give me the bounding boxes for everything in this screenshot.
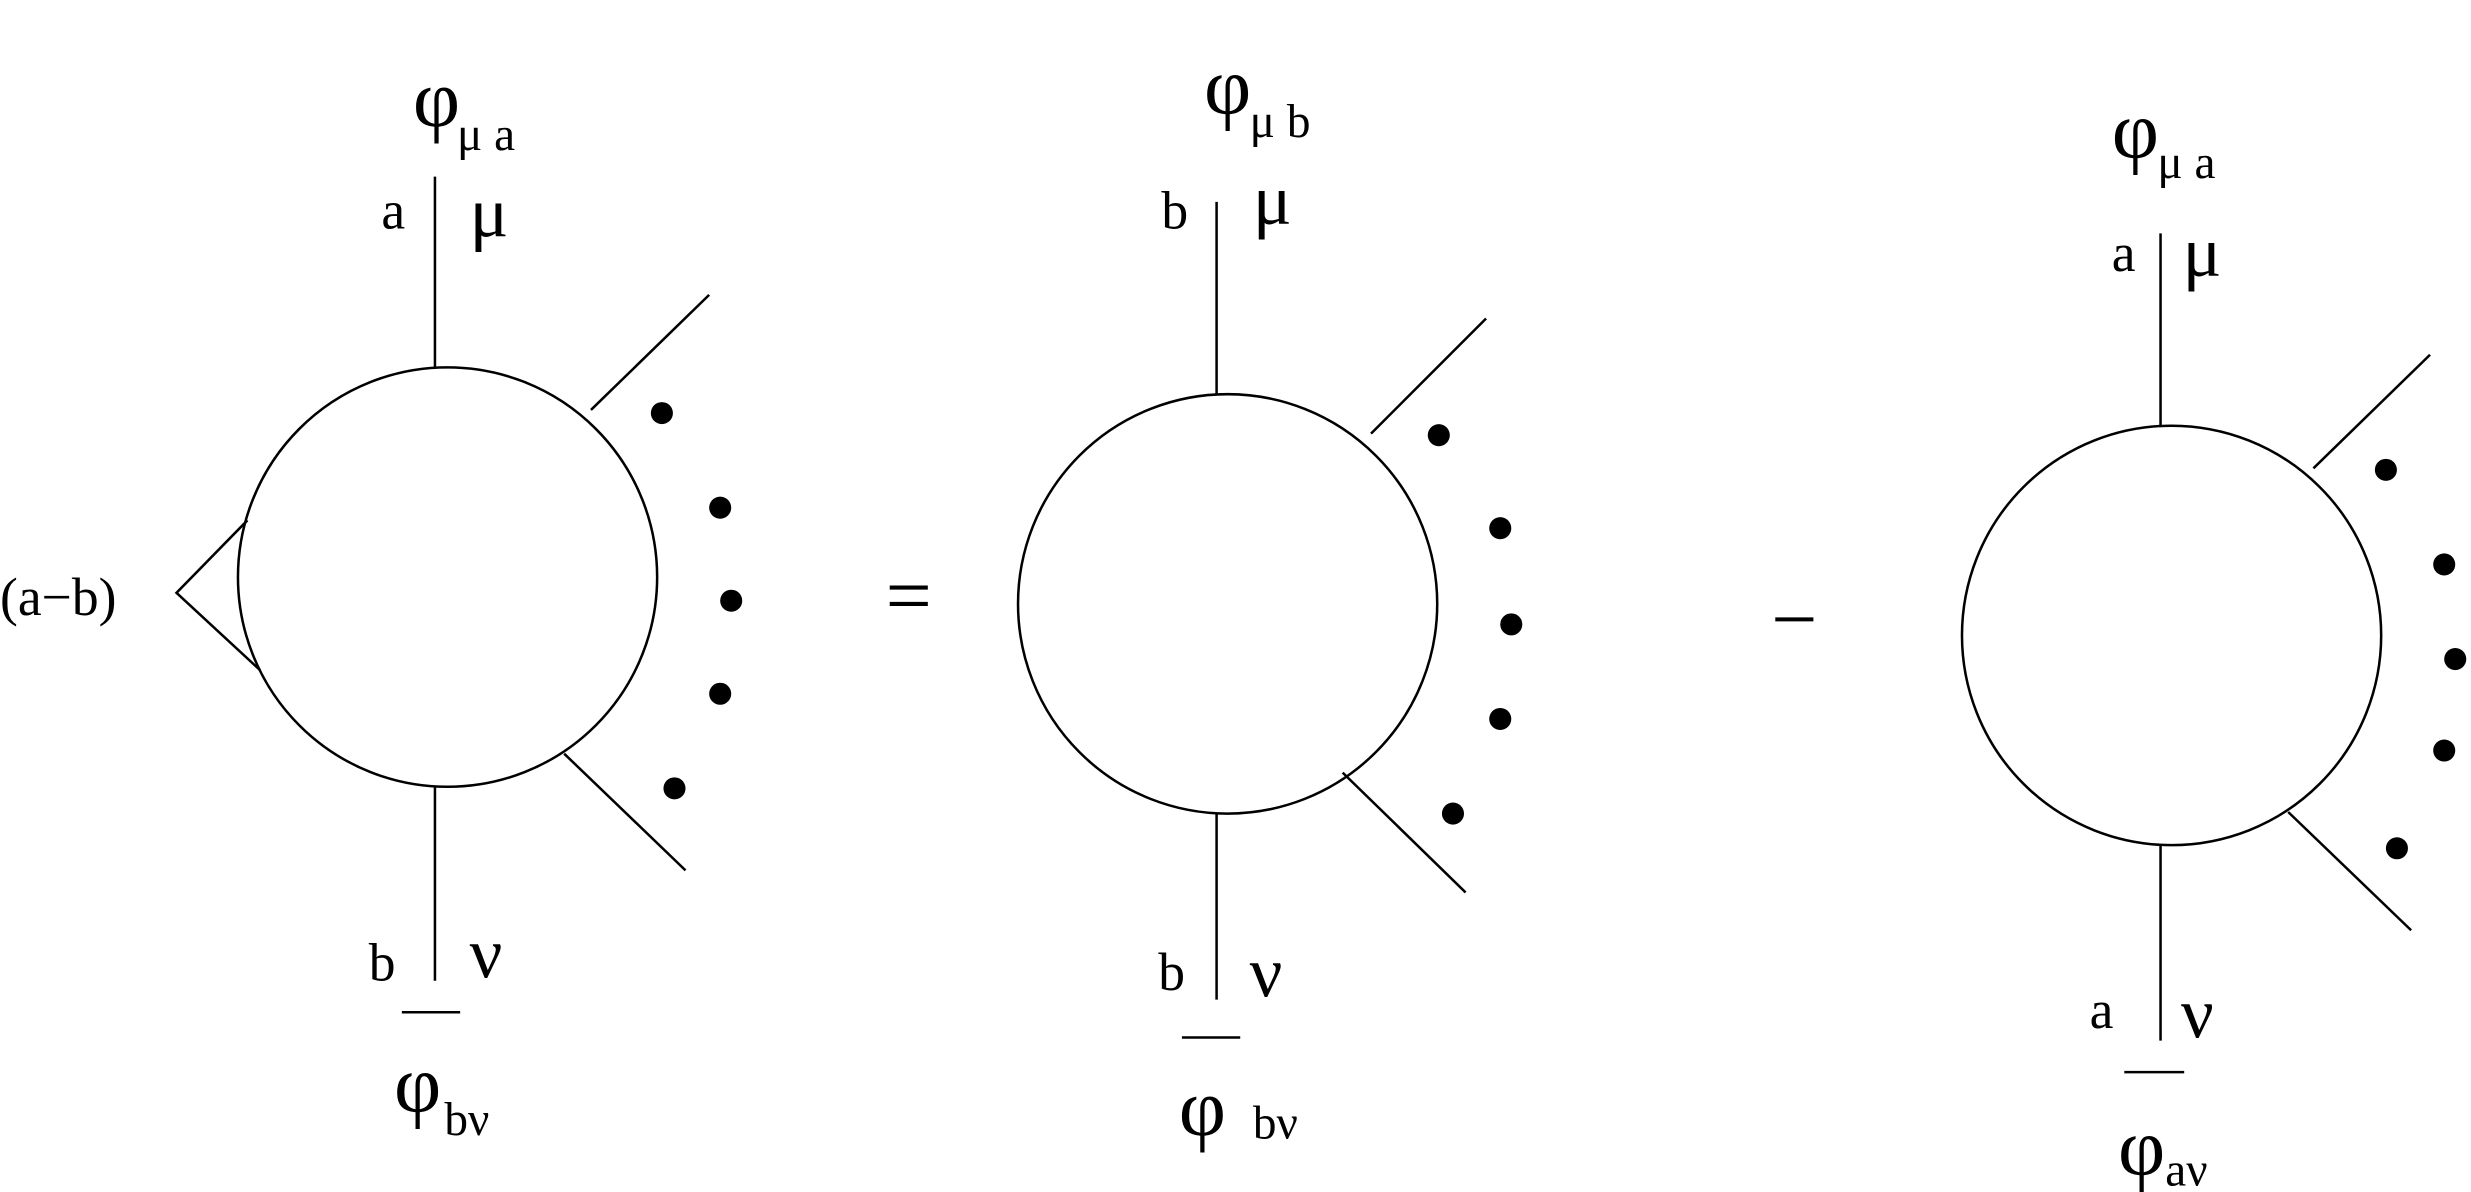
top-lorentz-index: μ <box>470 171 509 252</box>
top-field-symbol: φ <box>1204 41 1251 132</box>
bottom-field-symbol: φ <box>1179 1062 1226 1153</box>
top-color-index: b <box>1161 181 1188 241</box>
bottom-color-index: b <box>1158 942 1185 1002</box>
diagram-rhs-first: φ μ b b μ b ν φ bν <box>1016 41 1523 1153</box>
external-leg <box>1370 317 1487 435</box>
external-leg <box>1341 771 1467 894</box>
top-color-index: a <box>381 181 405 241</box>
ellipsis-dot <box>2433 739 2456 762</box>
bottom-field-subscript: aν <box>2165 1145 2207 1192</box>
top-field-symbol: φ <box>413 53 460 144</box>
ellipsis-dot <box>2385 837 2408 860</box>
bottom-lorentz-index: ν <box>470 913 503 994</box>
ellipsis-dot <box>709 682 732 705</box>
bottom-color-index: b <box>369 933 396 993</box>
ellipsis-dot <box>2374 458 2397 481</box>
vertex-label: (a−b) <box>0 567 116 627</box>
diagram-rhs-second: φ μ a a μ a ν φ aν <box>1960 85 2467 1192</box>
ellipsis-dot <box>663 777 686 800</box>
external-leg <box>2312 353 2431 470</box>
bottom-field-symbol: φ <box>394 1039 441 1130</box>
diagram-lhs: φ μ a a μ b ν φ bν (a−b) <box>0 53 743 1146</box>
bottom-color-index: a <box>2090 980 2114 1040</box>
blob <box>1016 392 1439 815</box>
bottom-field-subscript: bν <box>1253 1097 1298 1149</box>
insertion-vertex <box>174 519 261 672</box>
bottom-lorentz-index: ν <box>2181 972 2214 1053</box>
top-field-subscript: μ a <box>457 109 515 161</box>
ellipsis-dot <box>1441 802 1465 825</box>
blob <box>236 366 659 789</box>
ellipsis-dot <box>720 589 743 612</box>
ellipsis-dot <box>2444 648 2467 671</box>
ellipsis-dot <box>2433 553 2456 576</box>
external-leg <box>590 293 711 411</box>
ellipsis-dot <box>1500 613 1523 636</box>
ellipsis-dot <box>1489 517 1512 540</box>
ellipsis-dot <box>1427 424 1450 447</box>
ellipsis-dot <box>1489 707 1512 731</box>
bottom-lorentz-index: ν <box>1250 931 1283 1012</box>
top-field-subscript: μ a <box>2157 137 2215 189</box>
top-field-symbol: φ <box>2112 85 2159 176</box>
bottom-field-symbol: φ <box>2118 1102 2165 1192</box>
top-lorentz-index: μ <box>2183 211 2222 292</box>
external-leg <box>2287 811 2412 932</box>
top-lorentz-index: μ <box>1253 159 1292 240</box>
minus-sign: − <box>1771 573 1817 664</box>
external-leg <box>563 752 687 872</box>
top-color-index: a <box>2112 223 2136 283</box>
bottom-field-subscript: bν <box>444 1094 489 1146</box>
top-field-subscript: μ b <box>1250 96 1311 148</box>
ellipsis-dot <box>709 496 732 519</box>
equals-sign: = <box>886 550 932 641</box>
blob <box>1960 424 2383 847</box>
ellipsis-dot <box>650 402 673 425</box>
